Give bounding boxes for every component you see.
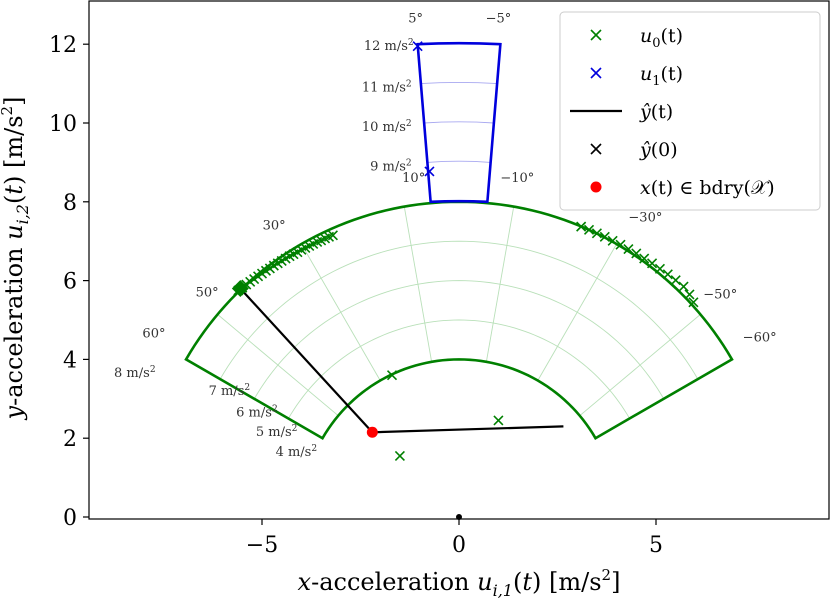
u0-point <box>493 415 504 426</box>
green-grid-arc <box>253 280 665 400</box>
blue-radius-label: 11 m/s2 <box>362 79 412 95</box>
legend-marker <box>590 29 602 41</box>
green-radius-label: 6 m/s2 <box>236 405 278 421</box>
u0-point <box>576 221 587 232</box>
green-grid-ray <box>217 314 339 417</box>
green-grid-ray <box>485 206 515 362</box>
blue-region-boundary <box>416 41 502 204</box>
u0-point <box>591 228 602 239</box>
green-radius-label: 8 m/s2 <box>114 365 156 381</box>
legend-label: x(t) ∈ bdry(𝒳) <box>640 177 775 199</box>
u0-point <box>386 370 398 381</box>
u0-point <box>684 289 695 300</box>
yhat-line <box>372 425 564 434</box>
x-axis-label: x-acceleration ui,1(t) [m/s2] <box>298 566 621 600</box>
legend-item-u0: u0(t) <box>590 25 683 51</box>
blue-region-grid <box>420 81 498 163</box>
u0-point <box>631 248 642 259</box>
y-tick-label: 8 <box>63 191 77 216</box>
plot-area <box>184 41 734 520</box>
y-tick-label: 10 <box>49 112 77 137</box>
yhat-line <box>239 287 374 434</box>
series-u0 <box>233 221 699 461</box>
y-tick-label: 0 <box>63 506 77 531</box>
region-annotations: 4 m/s2 5 m/s2 6 m/s2 7 m/s2 8 m/s2 60° 50° 30° −… <box>114 12 777 460</box>
legend-label: ŷ(0) <box>639 139 678 161</box>
green-grid-ray <box>579 314 701 417</box>
green-angle-label: −50° <box>703 287 737 302</box>
green-grid-ray <box>537 243 617 381</box>
green-grid-arc <box>219 240 699 380</box>
blue-grid-arc <box>420 81 498 85</box>
blue-angle-label: 5° <box>408 12 423 27</box>
green-angle-label: 60° <box>142 327 165 342</box>
blue-radius-label: 10 m/s2 <box>362 119 412 135</box>
series-u1 <box>412 41 435 177</box>
u0-point <box>688 297 699 308</box>
u0-point <box>599 231 610 242</box>
u0-point <box>394 450 405 461</box>
green-angle-label: 50° <box>196 285 219 300</box>
blue-radius-label: 12 m/s2 <box>364 38 414 54</box>
u0-point <box>678 281 689 292</box>
green-region-boundary <box>184 200 734 440</box>
legend-label: u1(t) <box>640 63 683 89</box>
legend-marker <box>590 181 602 193</box>
u0-point <box>615 239 626 250</box>
legend: u0(t) u1(t) ŷ(t) ŷ(0) x(t) ∈ bdry(𝒳) <box>559 11 821 211</box>
legend-marker <box>590 143 602 155</box>
green-region-grid <box>217 206 701 419</box>
green-grid-ray <box>301 243 381 381</box>
x-tick-label: −5 <box>246 533 278 558</box>
u0-point <box>639 253 650 264</box>
legend-marker <box>590 67 602 79</box>
u1-point <box>412 41 423 52</box>
legend-label: ŷ(t) <box>639 101 673 123</box>
blue-grid-arc <box>423 121 495 124</box>
blue-angle-label: −10° <box>500 171 534 186</box>
legend-frame <box>559 11 821 211</box>
u0-point <box>327 230 338 241</box>
green-radius-label: 4 m/s2 <box>276 444 318 460</box>
green-grid-ray <box>403 206 433 362</box>
xbdry-point <box>366 426 378 438</box>
x-tick-label: 5 <box>649 533 663 558</box>
y-axis-label: y-acceleration ui,2(t) [m/s2] <box>0 97 32 421</box>
series-yhat <box>231 279 564 434</box>
y-tick-label: 2 <box>63 427 77 452</box>
green-angle-label: −30° <box>628 211 662 226</box>
green-grid-arc <box>288 319 630 419</box>
u0-point <box>583 224 595 235</box>
u0-point <box>670 275 681 286</box>
u0-point <box>662 269 673 280</box>
y-tick-label: 6 <box>63 270 77 295</box>
u0-point <box>607 235 618 246</box>
green-angle-label: −60° <box>743 331 777 346</box>
legend-item-yhat: ŷ(t) <box>570 101 673 123</box>
blue-angle-label: 10° <box>402 171 425 186</box>
legend-item-u1: u1(t) <box>590 63 683 89</box>
green-angle-label: 30° <box>263 218 286 233</box>
blue-grid-arc <box>427 160 491 163</box>
u1-point <box>424 166 435 177</box>
green-radius-label: 7 m/s2 <box>209 383 251 399</box>
legend-item-yhat0: ŷ(0) <box>590 139 678 161</box>
blue-radius-label: 9 m/s2 <box>370 158 412 174</box>
y-tick-label: 12 <box>49 33 77 58</box>
blue-angle-label: −5° <box>486 12 512 27</box>
legend-label: u0(t) <box>640 25 683 51</box>
x-axis: −5 0 5 <box>246 519 663 558</box>
series-xbdry <box>366 426 378 438</box>
y-tick-label: 4 <box>63 348 77 373</box>
green-radius-label: 5 m/s2 <box>256 424 298 440</box>
x-tick-label: 0 <box>452 533 466 558</box>
y-axis: 0 2 4 6 8 10 12 <box>49 33 89 531</box>
u0-point <box>623 244 634 255</box>
legend-item-xbdry: x(t) ∈ bdry(𝒳) <box>590 177 775 199</box>
u0-point <box>646 258 658 269</box>
u0-point <box>654 263 666 274</box>
